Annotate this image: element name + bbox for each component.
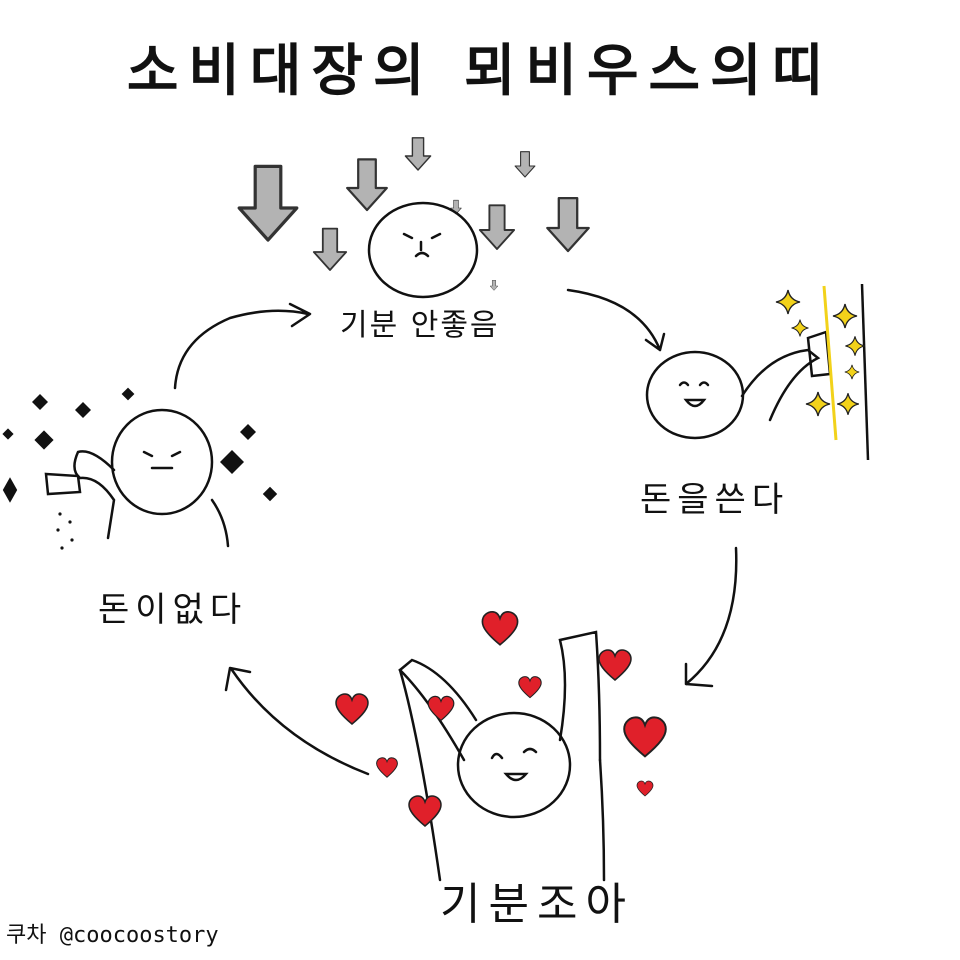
dark-diamonds-group (2, 387, 278, 503)
sparkle-icon (775, 289, 801, 315)
diamond-icon (34, 430, 54, 450)
down-arrow-icon (237, 164, 299, 242)
diamond-icon (121, 387, 135, 401)
heart-icon (481, 610, 519, 646)
sparkle-icon (832, 303, 858, 329)
joyful-figure (398, 630, 606, 882)
down-arrow-icon (404, 137, 432, 171)
sparkle-icon (844, 335, 866, 357)
curved-arrow-icon (684, 546, 738, 688)
diamond-icon (240, 424, 256, 440)
sad-face (367, 201, 479, 299)
diamond-icon (220, 450, 244, 474)
heart-icon (518, 676, 542, 699)
down-arrow-icon (346, 158, 388, 212)
label-spend-money: 돈을쓴다 (640, 480, 790, 520)
heart-icon (427, 695, 455, 722)
down-arrow-icon (489, 280, 499, 291)
label-feel-good: 기분조아 (440, 879, 634, 930)
down-arrow-icon (478, 204, 516, 250)
diamond-icon (32, 394, 48, 410)
gloomy-figure (44, 408, 230, 548)
sparkle-icon (844, 364, 860, 380)
sparkle-icon (805, 391, 831, 417)
down-arrow-icon (546, 196, 590, 253)
curved-arrow-icon (224, 666, 370, 776)
down-arrows-group (237, 137, 590, 291)
wallet-card (806, 283, 870, 461)
sparkle-icon (791, 319, 809, 337)
heart-icon (623, 716, 667, 758)
falling-drops (56, 512, 74, 550)
heart-icon (335, 693, 369, 725)
diamond-icon (2, 477, 18, 503)
heart-icon (636, 780, 654, 797)
label-mood-bad: 기분 안좋음 (340, 308, 500, 343)
label-no-money: 돈이없다 (98, 590, 248, 630)
page-title: 소비대장의 뫼비우스의띠 (126, 39, 834, 104)
diamond-icon (262, 486, 278, 502)
curved-arrow-icon (566, 288, 666, 352)
down-arrow-icon (514, 151, 536, 178)
sparkle-icon (836, 392, 860, 416)
down-arrow-icon (312, 227, 348, 271)
heart-icon (408, 795, 442, 827)
happy-spender (645, 348, 821, 440)
hearts-group (335, 610, 667, 827)
diamond-icon (75, 402, 91, 418)
sparkles-group (775, 289, 866, 417)
curved-arrow-icon (173, 302, 312, 390)
cycle-arrows (173, 288, 738, 776)
diamond-icon (2, 428, 14, 440)
author-credit: 쿠차 @coocoostory (6, 923, 219, 948)
heart-icon (376, 757, 398, 778)
heart-icon (598, 649, 632, 681)
